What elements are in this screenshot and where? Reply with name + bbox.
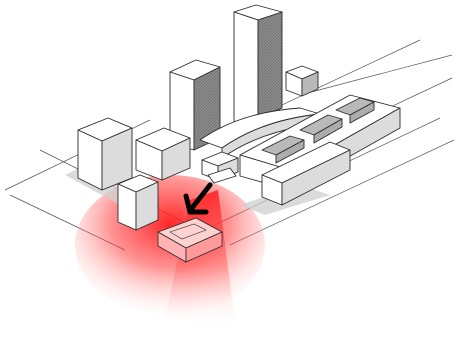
left-box	[78, 118, 132, 190]
middle-box	[136, 128, 190, 180]
front-left-box	[118, 175, 158, 230]
rear-small-block	[286, 66, 318, 96]
center-block	[202, 152, 238, 183]
